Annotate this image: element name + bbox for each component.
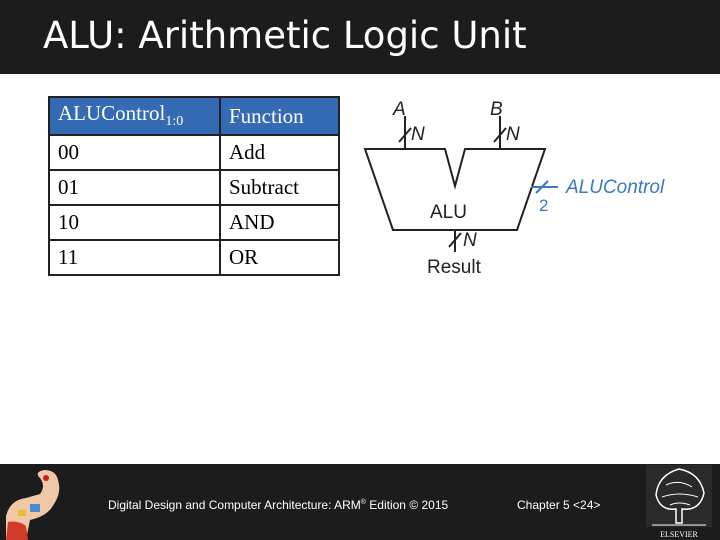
slide-title: ALU: Arithmetic Logic Unit — [43, 14, 527, 57]
table-row: 01 Subtract — [48, 169, 340, 206]
alu-diagram: A N B N ALU N Result 2 ALUControl — [363, 99, 665, 278]
row-code: 11 — [48, 239, 221, 276]
alu-block-shape — [363, 148, 547, 231]
bus-slash-a — [398, 127, 412, 143]
row-code: 10 — [48, 204, 221, 241]
alucontrol-header-text: ALUControl — [58, 101, 166, 126]
table-row: 00 Add — [48, 134, 340, 171]
elsevier-logo-text: ELSEVIER — [660, 530, 698, 539]
row-code: 01 — [48, 169, 221, 206]
footer-book-suffix: Edition © 2015 — [365, 498, 449, 512]
alucontrol-subscript: 1:0 — [165, 114, 184, 130]
table-row: 11 OR — [48, 239, 340, 276]
table-header-row: ALUControl1:0 Function — [48, 96, 340, 136]
control-width-label: 2 — [539, 196, 548, 215]
row-function: Add — [219, 134, 340, 171]
table-header-function: Function — [219, 96, 340, 136]
result-label: Result — [427, 257, 482, 278]
table-header-alucontrol: ALUControl1:0 — [48, 96, 221, 136]
width-out-label: N — [463, 230, 477, 251]
bus-slash-control — [535, 180, 549, 194]
footer-book-prefix: Digital Design and Computer Architecture… — [108, 498, 361, 512]
elsevier-logo: ELSEVIER — [646, 465, 712, 539]
footer-chapter-page: Chapter 5 <24> — [517, 498, 601, 512]
row-code: 00 — [48, 134, 221, 171]
title-bar: ALU: Arithmetic Logic Unit — [0, 0, 720, 74]
input-b-label: B — [490, 99, 503, 120]
width-b-label: N — [506, 124, 520, 145]
table-row: 10 AND — [48, 204, 340, 241]
footer-book-title: Digital Design and Computer Architecture… — [108, 498, 448, 512]
bus-slash-b — [493, 127, 507, 143]
alucontrol-signal-label: ALUControl — [565, 177, 665, 198]
strong-arm-mascot-icon — [6, 470, 60, 540]
row-function: OR — [219, 239, 340, 276]
alu-control-table: ALUControl1:0 Function 00 Add 01 Subtrac… — [48, 96, 340, 276]
footer-registered-mark: ® — [360, 499, 366, 506]
bus-slash-out — [448, 232, 462, 248]
row-function: Subtract — [219, 169, 340, 206]
row-function: AND — [219, 204, 340, 241]
width-a-label: N — [411, 124, 425, 145]
alu-label: ALU — [430, 202, 467, 223]
footer-bar: Digital Design and Computer Architecture… — [0, 464, 720, 540]
input-a-label: A — [392, 99, 406, 120]
